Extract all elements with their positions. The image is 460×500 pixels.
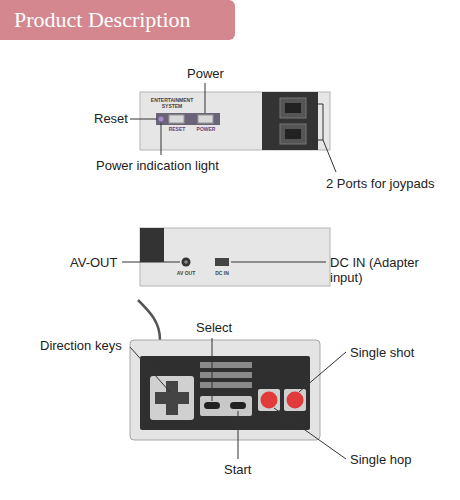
direction-pad [155, 381, 189, 415]
panel-stripe [200, 372, 252, 378]
av-jack [182, 258, 191, 267]
console-marking: ENTERTAINMENT SYSTEM [150, 97, 194, 109]
panel-stripe [200, 362, 252, 368]
callout-label: DC IN (Adapter input) [330, 255, 450, 285]
callout-label: Select [196, 320, 232, 335]
leader-line [205, 83, 206, 113]
port-bracket [309, 104, 323, 140]
callout-label: Reset [94, 111, 128, 126]
controller [130, 300, 320, 440]
leader-line [130, 347, 170, 392]
start-button [230, 402, 246, 409]
leader-lines [122, 83, 346, 459]
callout-label: Single shot [350, 345, 414, 360]
reset-button [169, 115, 184, 123]
av-jack-center [184, 260, 188, 264]
callout-label: Power indication light [96, 158, 219, 173]
cable [138, 300, 160, 340]
console-front [140, 92, 330, 150]
leader-line [212, 338, 213, 401]
shot-button [287, 392, 304, 409]
leader-line [238, 411, 239, 459]
panel-stripe [200, 382, 252, 388]
button-base [258, 389, 280, 411]
select-button [204, 402, 220, 409]
leader-line [299, 352, 346, 392]
dpad-base [150, 376, 194, 420]
joypad-port [280, 124, 306, 144]
callout-label: Start [224, 462, 251, 477]
title-banner: Product Description [0, 0, 235, 40]
leader-line [130, 119, 157, 120]
leader-line [323, 140, 336, 172]
power-button [198, 115, 213, 123]
port-pins [285, 103, 301, 113]
dark-band [262, 92, 318, 150]
title-text: Product Description [0, 0, 235, 33]
button-strip [156, 113, 220, 125]
controller-body [130, 340, 320, 440]
button-marking: RESET [164, 126, 190, 132]
button-marking: POWER [193, 126, 219, 132]
console-housing [140, 92, 330, 150]
leader-line [122, 262, 180, 263]
console-housing [140, 228, 330, 286]
power-light [159, 117, 164, 122]
dc-port [215, 258, 229, 266]
callout-label: Power [187, 66, 224, 81]
button-base [284, 389, 306, 411]
console-back [140, 228, 330, 286]
select-start-base [200, 396, 252, 416]
face-panel [140, 356, 310, 430]
port-marking: AV OUT [174, 270, 198, 276]
hop-button [261, 392, 278, 409]
port-marking: DC IN [210, 270, 234, 276]
leader-line [274, 408, 346, 459]
callout-label: Direction keys [40, 338, 122, 353]
callout-label: AV-OUT [70, 255, 117, 270]
leader-line [231, 262, 326, 263]
port-pins [285, 129, 301, 139]
leader-line [161, 123, 162, 155]
callout-label: Single hop [350, 452, 411, 467]
dark-block [140, 228, 164, 262]
callout-label: 2 Ports for joypads [326, 176, 434, 191]
joypad-port [280, 98, 306, 118]
